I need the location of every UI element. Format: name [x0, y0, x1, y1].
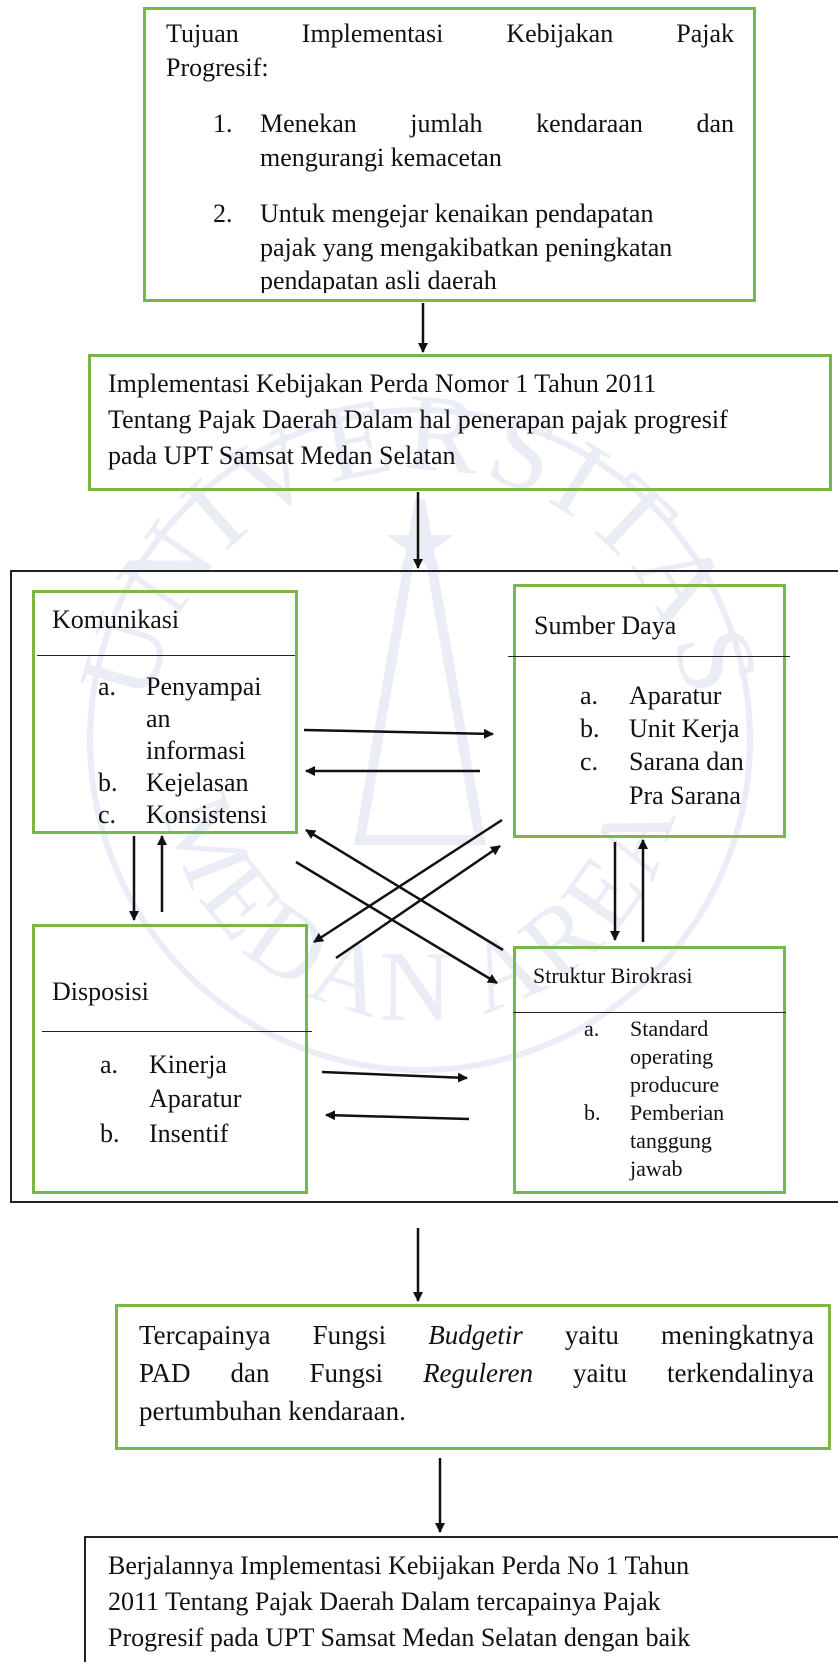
result-word: yaitu	[564, 1320, 619, 1350]
factors-frame	[10, 570, 838, 1203]
goal-item2-line3: pendapatan asli daerah	[260, 266, 497, 293]
goal-item1-line2: mengurangi kemacetan	[260, 143, 502, 172]
result-line3: pertumbuhan kendaraan.	[139, 1396, 406, 1426]
komunikasi-a-line3: informasi	[146, 736, 246, 765]
goal-title-line2: Progresif:	[166, 53, 269, 82]
goal-item1-word: kendaraan	[536, 109, 643, 138]
sumber-daya-b-letter: b.	[580, 714, 600, 743]
goal-item2-line1: Untuk mengejar kenaikan pendapatan	[260, 199, 654, 228]
final-line2: 2011 Tentang Pajak Daerah Dalam tercapai…	[108, 1587, 661, 1616]
disposisi-a-letter: a.	[100, 1050, 119, 1079]
sumber-daya-c-line2: Pra Sarana	[629, 781, 741, 810]
struktur-a-line1: Standard	[630, 1016, 709, 1041]
goal-title-word: Pajak	[676, 19, 734, 48]
disposisi-a-line2: Aparatur	[149, 1084, 242, 1113]
result-line1: Tercapainya Fungsi Budgetir yaitu mening…	[139, 1318, 814, 1352]
komunikasi-divider	[37, 655, 295, 656]
struktur-b-line2: tanggung	[630, 1128, 712, 1153]
result-line2: PAD dan Fungsi Reguleren yaitu terkendal…	[139, 1356, 814, 1390]
struktur-a-line3: producure	[630, 1072, 720, 1097]
sumber-daya-c-letter: c.	[580, 747, 599, 776]
goal-title-line1: Tujuan Implementasi Kebijakan Pajak	[166, 18, 734, 49]
arrow-sumber-daya-to-disposisi	[313, 818, 503, 944]
disposisi-box	[32, 924, 308, 1194]
struktur-birokrasi-divider	[513, 1012, 786, 1013]
implementation-line3: pada UPT Samsat Medan Selatan	[108, 441, 456, 470]
university-watermark: UNIVERSITAS MEDAN AREA	[60, 370, 779, 1073]
disposisi-b-text: Insentif	[149, 1119, 229, 1148]
disposisi-title: Disposisi	[52, 977, 149, 1006]
arrow-struktur-to-disposisi	[325, 1110, 470, 1121]
komunikasi-a-letter: a.	[98, 672, 117, 701]
goal-item2-line2: pajak yang mengakibatkan peningkatan	[260, 233, 673, 262]
arrow-disposisi-to-sumber-daya	[335, 844, 501, 960]
komunikasi-box	[32, 590, 298, 834]
komunikasi-c-text: Konsistensi	[146, 800, 268, 829]
arrow-struktur-to-komunikasi	[305, 828, 504, 952]
goal-item1-word: Menekan	[260, 109, 357, 138]
sumber-daya-divider	[508, 656, 790, 657]
komunikasi-b-letter: b.	[98, 768, 118, 797]
struktur-birokrasi-box	[513, 946, 786, 1194]
disposisi-divider	[42, 1031, 312, 1032]
goal-item1-word: jumlah	[410, 109, 483, 138]
arrow-komunikasi-to-struktur	[295, 860, 498, 985]
arrow-disposisi-to-struktur	[321, 1070, 468, 1083]
arrow-komunikasi-to-sumber-daya	[303, 728, 494, 739]
struktur-b-line1: Pemberian	[630, 1100, 725, 1125]
struktur-a-line2: operating	[630, 1044, 714, 1069]
goal-title-word: Kebijakan	[506, 19, 614, 48]
result-word: Fungsi	[309, 1358, 384, 1388]
goal-title-word: Tujuan	[166, 19, 239, 48]
struktur-b-letter: b.	[584, 1100, 601, 1125]
final-box	[84, 1536, 838, 1662]
result-word: terkendalinya	[667, 1358, 814, 1388]
goal-item1-line1: Menekan jumlah kendaraan dan	[260, 108, 734, 139]
komunikasi-a-line2: an	[146, 704, 171, 733]
komunikasi-a-line1: Penyampai	[146, 672, 262, 701]
disposisi-a-line1: Kinerja	[149, 1050, 227, 1079]
sumber-daya-a-text: Aparatur	[629, 681, 722, 710]
goal-item1-number: 1.	[213, 109, 233, 138]
sumber-daya-a-letter: a.	[580, 681, 599, 710]
result-word: Fungsi	[312, 1320, 387, 1350]
result-word: Budgetir	[428, 1320, 523, 1350]
sumber-daya-c-line1: Sarana dan	[629, 747, 744, 776]
komunikasi-b-text: Kejelasan	[146, 768, 249, 797]
komunikasi-title: Komunikasi	[52, 605, 180, 634]
implementation-line1: Implementasi Kebijakan Perda Nomor 1 Tah…	[108, 369, 657, 398]
sumber-daya-b-text: Unit Kerja	[629, 714, 740, 743]
result-word: dan	[230, 1358, 270, 1388]
goal-title-word: Implementasi	[301, 19, 444, 48]
result-word: PAD	[139, 1358, 191, 1388]
goal-item2-number: 2.	[213, 199, 233, 228]
result-word: Reguleren	[423, 1358, 534, 1388]
implementation-box	[88, 354, 832, 491]
result-box	[115, 1304, 831, 1450]
struktur-a-letter: a.	[584, 1016, 600, 1041]
sumber-daya-title: Sumber Daya	[534, 611, 677, 640]
sumber-daya-box	[513, 584, 786, 838]
struktur-b-line3: jawab	[630, 1156, 683, 1181]
goal-item1-word: dan	[696, 109, 734, 138]
final-line3: Progresif pada UPT Samsat Medan Selatan …	[108, 1623, 691, 1652]
disposisi-b-letter: b.	[100, 1119, 120, 1148]
goal-box	[143, 7, 756, 302]
struktur-birokrasi-title: Struktur Birokrasi	[533, 963, 693, 988]
implementation-line2: Tentang Pajak Daerah Dalam hal penerapan…	[108, 405, 728, 434]
result-word: Tercapainya	[139, 1320, 271, 1350]
result-word: yaitu	[573, 1358, 628, 1388]
komunikasi-c-letter: c.	[98, 800, 117, 829]
final-line1: Berjalannya Implementasi Kebijakan Perda…	[108, 1551, 690, 1580]
result-word: meningkatnya	[661, 1320, 814, 1350]
